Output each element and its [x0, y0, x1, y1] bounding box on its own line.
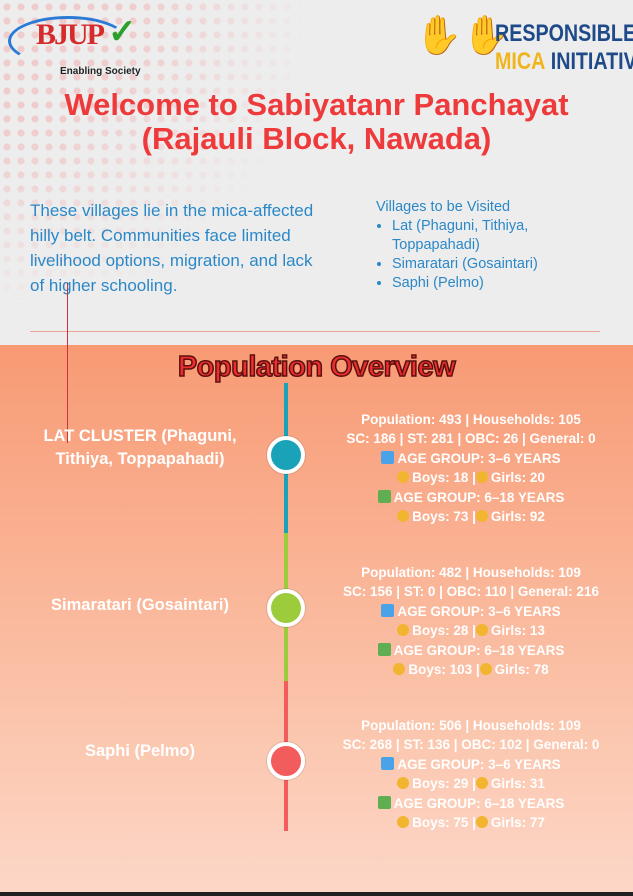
- decorative-line: [67, 283, 68, 443]
- list-item: Lat (Phaguni, Tithiya, Toppapahadi): [392, 217, 616, 255]
- village-stats: Population: 506 | Households: 109 SC: 26…: [342, 718, 600, 831]
- hands-icon: ✋✋: [415, 15, 510, 57]
- boy-face-icon: [397, 816, 410, 829]
- blue-square-icon: [381, 756, 395, 770]
- girl-face-icon: [475, 777, 488, 790]
- timeline-node: [267, 589, 305, 627]
- header-section: [0, 0, 633, 345]
- village-stats: Population: 493 | Households: 105 SC: 18…: [346, 412, 596, 525]
- girl-face-icon: [475, 471, 488, 484]
- green-square-icon: [377, 642, 391, 656]
- intro-text: These villages lie in the mica-affected …: [30, 201, 314, 295]
- footer-bar: [0, 892, 633, 896]
- girl-face-icon: [475, 624, 488, 637]
- boy-face-icon: [397, 471, 410, 484]
- village-stats: Population: 482 | Households: 109 SC: 15…: [343, 565, 599, 678]
- boy-face-icon: [397, 624, 410, 637]
- village-name: Saphi (Pelmo): [84, 742, 195, 760]
- overview-title: Population Overview: [177, 350, 456, 384]
- list-item: Saphi (Pelmo): [392, 274, 616, 293]
- page-title: Welcome to Sabiyatanr Panchayat(Rajauli …: [64, 87, 569, 156]
- divider: [30, 331, 600, 332]
- villages-to-visit: Villages to be Visited Lat (Phaguni, Tit…: [376, 198, 616, 293]
- timeline-node: [267, 436, 305, 474]
- girl-face-icon: [475, 816, 488, 829]
- overview-section: [0, 345, 633, 896]
- rmi-logo: ✋✋ RESPONSIBLE MICA INITIATIVE: [415, 15, 633, 75]
- blue-square-icon: [381, 603, 395, 617]
- timeline-node: [267, 742, 305, 780]
- blue-square-icon: [381, 450, 395, 464]
- boy-face-icon: [397, 510, 410, 523]
- girl-face-icon: [475, 510, 488, 523]
- boy-face-icon: [397, 777, 410, 790]
- list-item: Simaratari (Gosaintari): [392, 255, 616, 274]
- bjup-logo: BJUP ✓ Enabling Society: [8, 8, 158, 78]
- boy-face-icon: [393, 663, 406, 676]
- girl-face-icon: [479, 663, 492, 676]
- green-square-icon: [377, 489, 391, 503]
- village-name: Simaratari (Gosaintari): [51, 596, 229, 614]
- village-name: LAT CLUSTER (Phaguni, Tithiya, Toppapaha…: [43, 427, 237, 468]
- green-square-icon: [377, 795, 391, 809]
